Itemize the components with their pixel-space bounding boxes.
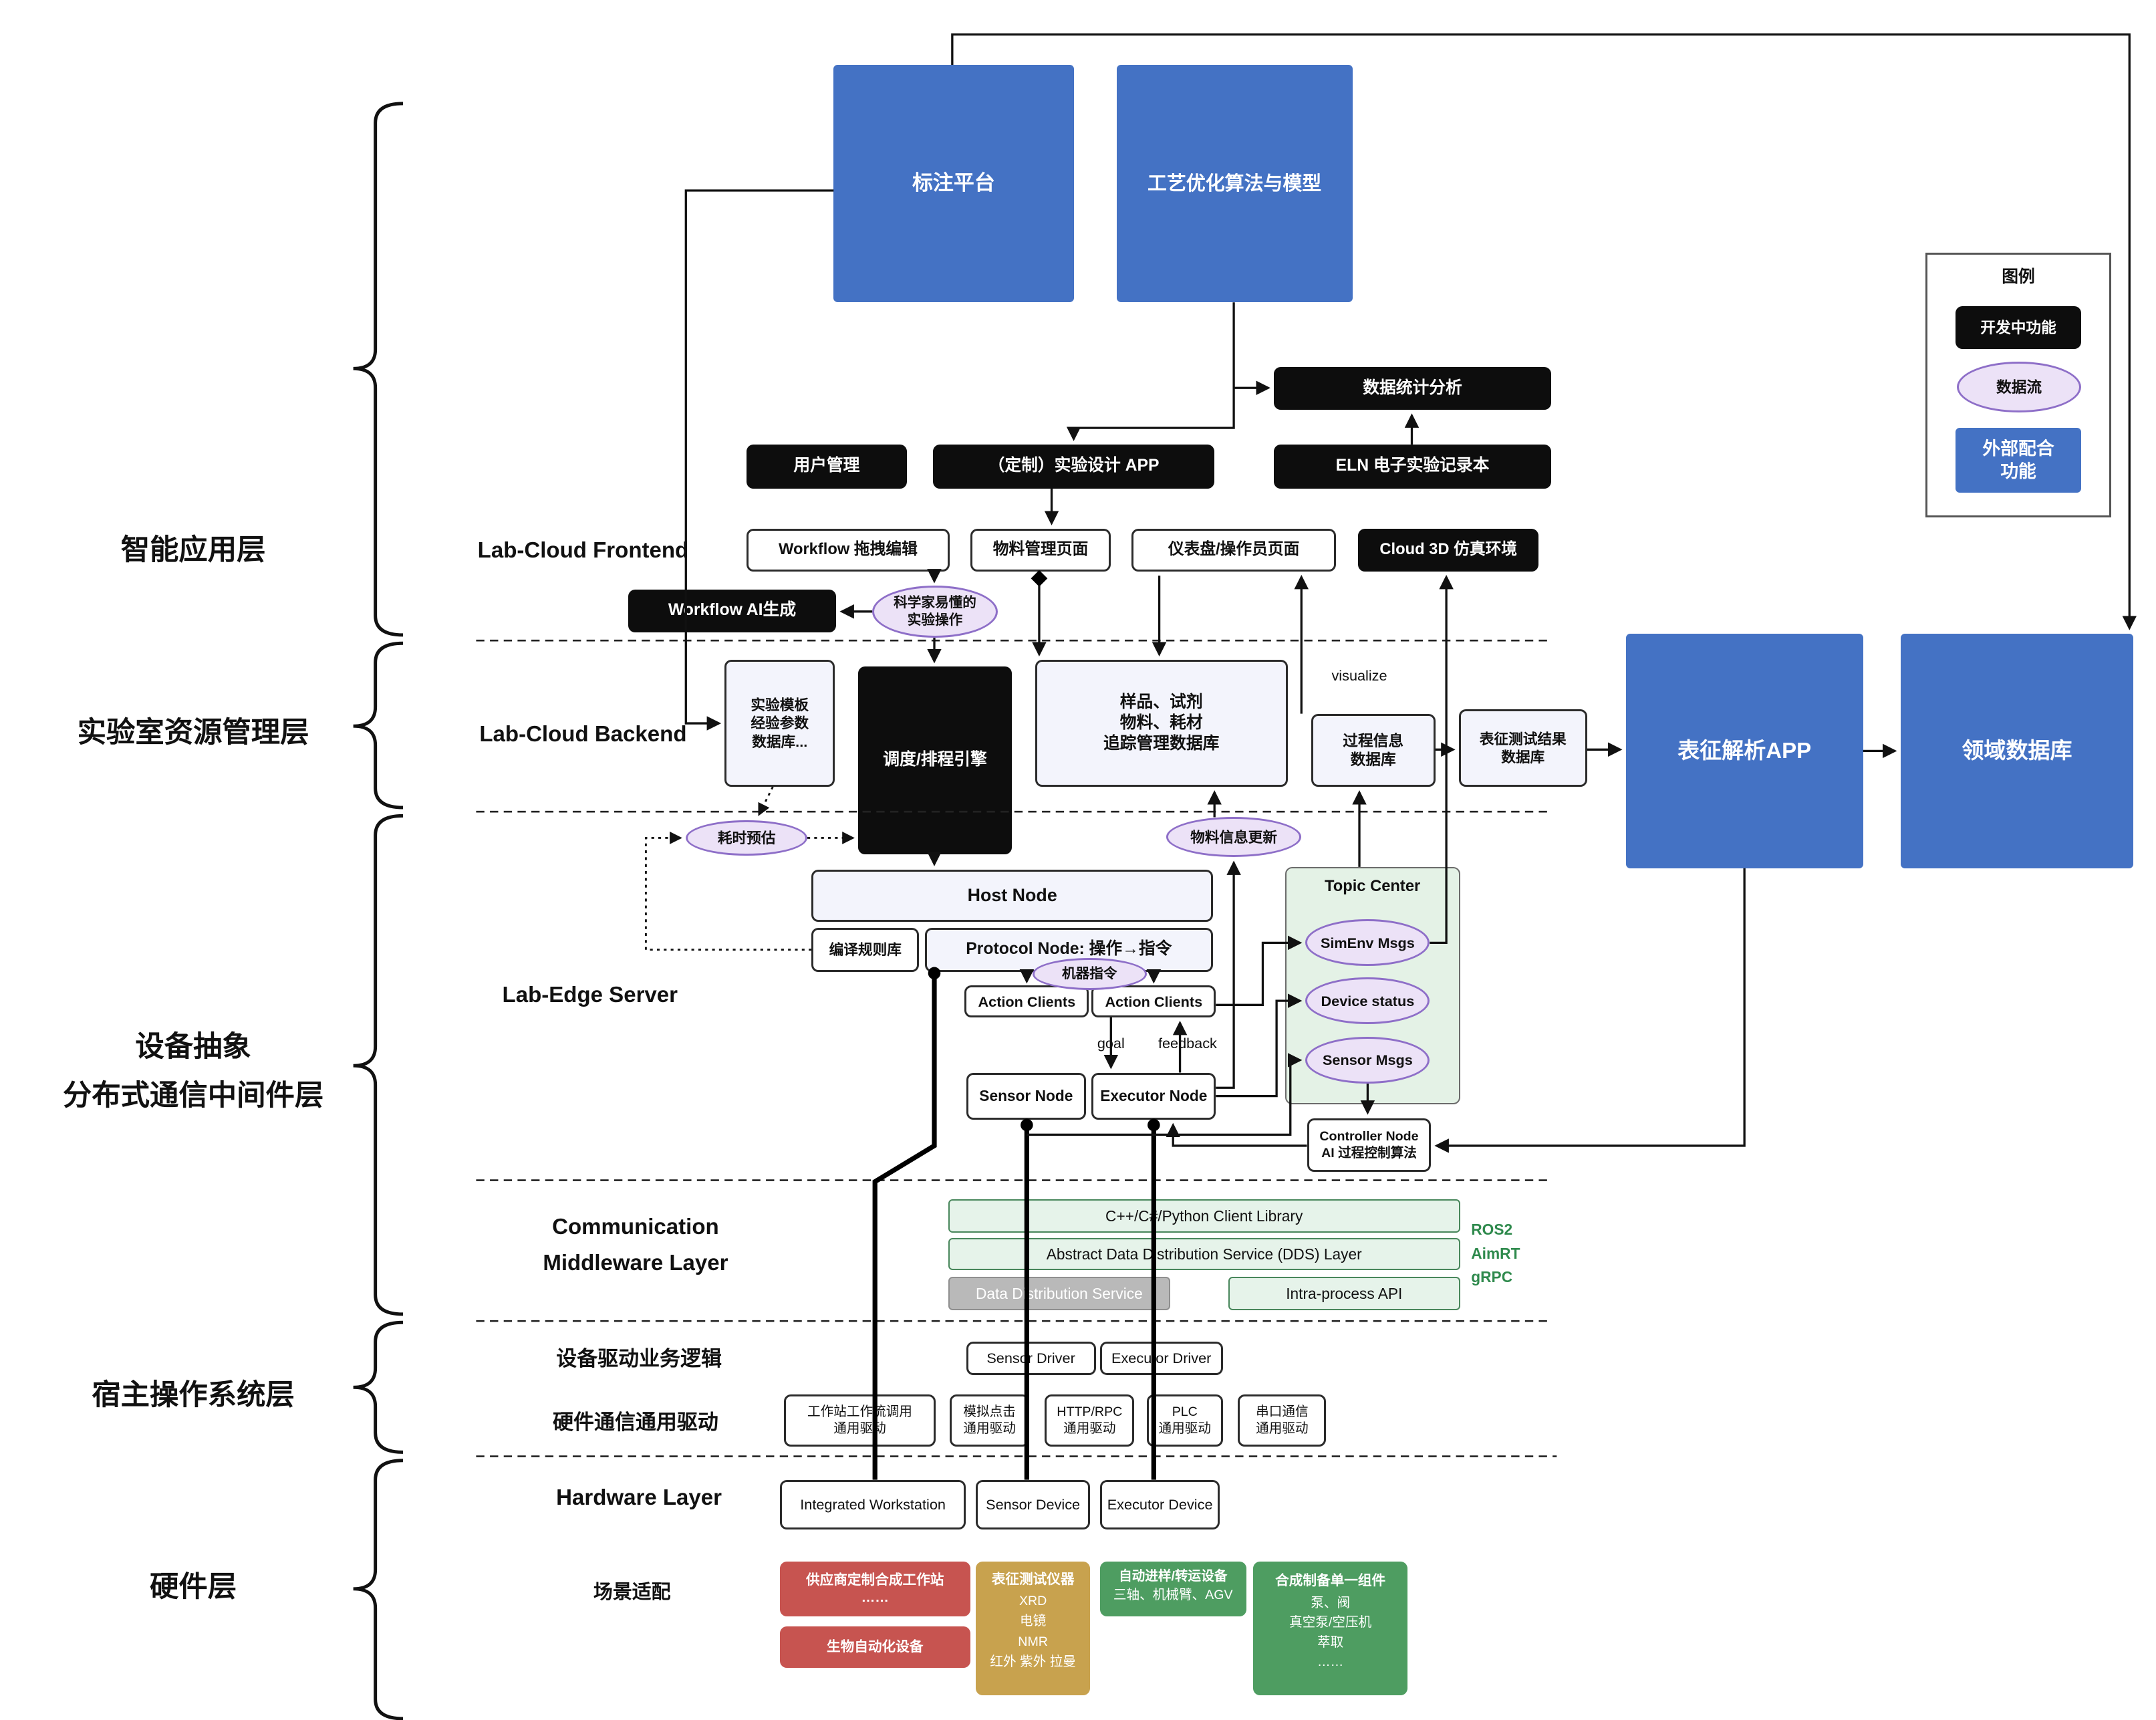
time-estimate-ellipse: 耗时预估 [686,820,808,856]
layer-label-abstraction-2: 分布式通信中间件层 [62,1079,324,1112]
goal-label: goal [1097,1034,1125,1052]
layer-label-hardware: 硬件层 [150,1570,237,1603]
sensor-driver-box: Sensor Driver [966,1342,1096,1375]
generic-driver-serial-box: 串口通信 通用驱动 [1238,1394,1327,1447]
cloud-3d-sim-box: Cloud 3D 仿真环境 [1357,528,1539,572]
section-label-hardware-layer: Hardware Layer [556,1485,722,1510]
action-clients-box-2: Action Clients [1091,985,1216,1017]
layer-braces [353,102,404,1720]
synthesis-component-items: 泵、阀 真空泵/空压机 萃取 …… [1289,1596,1372,1670]
dashboard-page-box: 仪表盘/操作员页面 [1131,528,1336,572]
device-status-ellipse: Device status [1305,977,1430,1025]
section-label-generic-driver: 硬件通信通用驱动 [553,1410,718,1435]
layer-label-abstraction-1: 设备抽象 [135,1031,251,1064]
process-info-db-box: 过程信息 数据库 [1311,713,1436,787]
sensor-node-box: Sensor Node [966,1072,1087,1120]
process-optimization-box: 工艺优化算法与模型 [1116,65,1353,303]
stack-aimrt-label: AimRT [1471,1244,1520,1262]
char-instruments-box: 表征测试仪器 XRD 电镜 NMR 红外 紫外 拉曼 [975,1561,1091,1695]
material-page-box: 物料管理页面 [970,528,1111,572]
vendor-workstation-box: 供应商定制合成工作站 …… [779,1561,970,1617]
host-node-box: Host Node [811,869,1214,923]
template-db-box: 实验模板 经验参数 数据库... [724,660,835,787]
transfer-device-title: 自动进样/转运设备 [1119,1568,1228,1584]
char-instruments-title: 表征测试仪器 [991,1571,1075,1587]
char-result-db-box: 表征测试结果 数据库 [1458,709,1587,787]
dds-abstract-layer-box: Abstract Data Distribution Service (DDS)… [948,1238,1460,1270]
executor-driver-box: Executor Driver [1099,1342,1223,1375]
dds-box: Data Distribution Service [948,1277,1171,1310]
section-label-scene-fit: 场景适配 [593,1582,671,1604]
legend-in-dev-swatch: 开发中功能 [1956,306,2081,350]
sample-tracking-db-box: 样品、试剂 物料、耗材 追踪管理数据库 [1035,660,1288,787]
section-label-comm-1: Communication [552,1215,719,1240]
integrated-workstation-box: Integrated Workstation [779,1479,966,1529]
section-label-backend: Lab-Cloud Backend [479,721,687,747]
aggregation-diamond [1031,570,1048,587]
layer-label-host-os: 宿主操作系统层 [92,1378,295,1411]
stats-analysis-box: 数据统计分析 [1273,367,1552,410]
char-instruments-items: XRD 电镜 NMR 红外 紫外 拉曼 [990,1593,1076,1670]
section-label-driver-logic: 设备驱动业务逻辑 [556,1347,722,1371]
experiment-design-app-box: （定制）实验设计 APP [932,444,1215,489]
scheduler-engine-box: 调度/排程引擎 [858,666,1012,855]
eln-box: ELN 电子实验记录本 [1273,444,1552,489]
stack-ros2-label: ROS2 [1471,1221,1513,1239]
legend-external-swatch: 外部配合 功能 [1956,428,2081,493]
machine-cmd-ellipse: 机器指令 [1032,958,1147,990]
generic-driver-plc-box: PLC 通用驱动 [1147,1394,1223,1447]
stack-grpc-label: gRPC [1471,1267,1513,1285]
feedback-label: feedback [1158,1034,1217,1052]
sensor-msgs-ellipse: Sensor Msgs [1305,1036,1430,1084]
section-label-edge-server: Lab-Edge Server [502,983,678,1008]
legend-data-flow-swatch: 数据流 [1957,362,2081,413]
topic-center-title: Topic Center [1324,878,1421,896]
workflow-ai-box: Workflow AI生成 [628,589,837,632]
annotation-platform-box: 标注平台 [833,65,1074,303]
transfer-device-box: 自动进样/转运设备 三轴、机械臂、AGV [1099,1561,1246,1617]
intra-process-api-box: Intra-process API [1228,1277,1460,1310]
section-label-comm-2: Middleware Layer [543,1250,728,1275]
transfer-device-items: 三轴、机械臂、AGV [1113,1588,1233,1603]
synthesis-component-title: 合成制备单一组件 [1275,1573,1386,1589]
sensor-device-box: Sensor Device [975,1479,1091,1529]
domain-db-box: 领域数据库 [1900,633,2134,868]
visualize-label: visualize [1331,667,1387,685]
section-label-frontend: Lab-Cloud Frontend [477,538,689,564]
user-management-box: 用户管理 [747,444,907,489]
scientist-ops-ellipse: 科学家易懂的 实验操作 [872,585,998,638]
layer-label-app: 智能应用层 [120,534,266,567]
material-update-ellipse: 物料信息更新 [1166,817,1302,858]
dotted-arrows [644,786,855,951]
executor-device-box: Executor Device [1099,1479,1220,1529]
workflow-edit-box: Workflow 拖拽编辑 [747,528,950,572]
synthesis-component-box: 合成制备单一组件 泵、阀 真空泵/空压机 萃取 …… [1253,1561,1408,1695]
char-analysis-app-box: 表征解析APP [1625,633,1863,868]
generic-driver-workstation-box: 工作站工作流调用 通用驱动 [783,1394,936,1447]
controller-node-box: Controller Node AI 过程控制算法 [1307,1118,1432,1173]
action-clients-box-1: Action Clients [964,985,1089,1017]
simenv-msgs-ellipse: SimEnv Msgs [1305,919,1430,967]
generic-driver-http-rpc-box: HTTP/RPC 通用驱动 [1045,1394,1135,1447]
executor-node-box: Executor Node [1091,1072,1216,1120]
layer-label-resource: 实验室资源管理层 [77,716,309,749]
bio-automation-box: 生物自动化设备 [779,1626,970,1668]
compile-rules-box: 编译规则库 [811,927,920,972]
client-library-box: C++/C#/Python Client Library [948,1199,1460,1233]
generic-driver-click-box: 模拟点击 通用驱动 [949,1394,1030,1447]
legend-title: 图例 [2002,267,2035,286]
